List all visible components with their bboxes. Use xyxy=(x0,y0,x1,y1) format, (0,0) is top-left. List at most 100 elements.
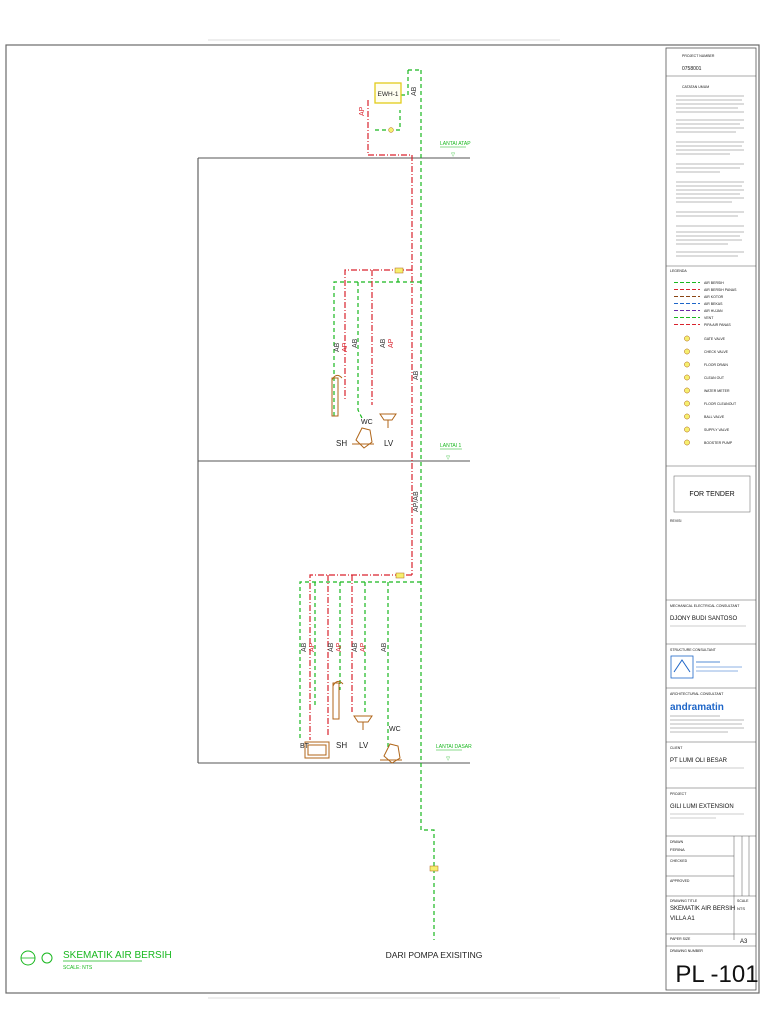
pipe-labels: AP AB AB AP/AB AB AP AB AB AP AB AP AB A… xyxy=(301,86,420,652)
legend-item-label: AIR BERSIH xyxy=(704,281,724,285)
legend-item: PIPA AIR PANAS xyxy=(674,323,731,327)
legend-symbol-icon xyxy=(684,426,690,433)
level-label-dasar: LANTAI DASAR xyxy=(436,744,472,750)
tb-status-box xyxy=(673,475,751,513)
svg-text:▽: ▽ xyxy=(446,455,450,461)
legend-item: AIR KOTOR xyxy=(674,295,724,299)
pipe-label-ap: AP xyxy=(336,642,343,652)
tb-architect-label: ARCHITECTURAL CONSULTANT xyxy=(670,692,724,696)
legend-item-label: CLEAN OUT xyxy=(704,376,725,380)
level-label-atap: LANTAI ATAP xyxy=(440,141,471,147)
tb-revision-label: REVISI xyxy=(670,519,682,523)
svg-text:▽: ▽ xyxy=(446,756,450,762)
tb-project: GILI LUMI EXTENSION xyxy=(670,804,734,810)
pipe-label-ab: AB xyxy=(381,642,388,652)
pipe-label-ap: AP xyxy=(309,642,316,652)
legend-item-label: AIR HUJAN xyxy=(704,309,723,313)
legend-item-label: VENT xyxy=(704,316,714,320)
legend-symbol-icon xyxy=(684,361,690,368)
legend-symbol-icon xyxy=(684,348,690,355)
legend-item-label: GATE VALVE xyxy=(704,337,726,341)
svg-text:▽: ▽ xyxy=(451,152,455,158)
lavatory-icon xyxy=(353,715,373,730)
tb-checked-label: CHECKED xyxy=(670,859,688,863)
tb-scale-label: SCALE xyxy=(737,899,749,903)
drawing-title: SKEMATIK AIR BERSIH xyxy=(63,950,172,961)
legend-item: WATER METER xyxy=(684,387,730,394)
hot-water-header-l1 xyxy=(344,269,412,400)
pipe-label-ap: AP xyxy=(342,342,349,352)
legend-item: GATE VALVE xyxy=(684,335,726,342)
pipe-label-ab: AB xyxy=(301,642,308,652)
legend-item-label: AIR BEKAS xyxy=(704,302,723,306)
level-label-1: LANTAI 1 xyxy=(440,443,462,449)
level-labels: LANTAI ATAP ▽ LANTAI 1 ▽ LANTAI DASAR ▽ xyxy=(436,141,472,762)
tb-project-number: 0758001 xyxy=(682,66,702,72)
legend-item: AIR HUJAN xyxy=(674,309,723,313)
legend-symbol-icon xyxy=(684,439,690,446)
drawing-scale: SCALE: NTS xyxy=(63,965,93,971)
legend-item: SUPPLY VALVE xyxy=(684,426,730,433)
valve-icon xyxy=(388,127,394,133)
tb-client-label: CLIENT xyxy=(670,746,683,750)
legend-item-label: BOOSTER PUMP xyxy=(704,441,733,445)
tb-drawing-title-1: SKEMATIK AIR BERSIH xyxy=(670,906,735,912)
legend-item-label: SUPPLY VALVE xyxy=(704,428,730,432)
structure-consultant-logo-icon xyxy=(670,655,694,679)
pipe-label-ab: AB xyxy=(413,370,420,380)
legend-item: CHECK VALVE xyxy=(684,348,729,355)
legend-item-label: FLOOR DRAIN xyxy=(704,363,728,367)
legend-symbol-icon xyxy=(684,335,690,342)
tb-notes-lines xyxy=(676,95,744,257)
lavatory-icon xyxy=(379,413,397,428)
ewh-label: EWH-1 xyxy=(378,91,399,98)
sheet-border xyxy=(5,44,760,994)
pipe-label-ab: AB xyxy=(411,86,418,96)
valve-icon xyxy=(394,267,404,274)
valve-icon xyxy=(429,865,439,872)
legend-symbol-icon xyxy=(684,387,690,394)
ewh-unit[interactable]: EWH-1 xyxy=(374,82,402,104)
tb-mep-consultant: DJONY BUDI SANTOSO xyxy=(670,616,737,622)
cold-water-header-l1 xyxy=(333,281,421,418)
tb-drawing-number-label: DRAWING NUMBER xyxy=(670,949,703,953)
legend-item-label: PIPA AIR PANAS xyxy=(704,323,731,327)
drawing-title-block: SKEMATIK AIR BERSIH SCALE: NTS xyxy=(20,950,172,971)
valve-markers xyxy=(388,127,439,872)
fixture-label-sh: SH xyxy=(336,439,347,448)
hot-water-riser xyxy=(367,100,413,575)
wc-icon xyxy=(352,427,374,449)
tb-drawing-title-label: DRAWING TITLE xyxy=(670,899,698,903)
level-lines xyxy=(197,157,470,764)
legend-item: VENT xyxy=(674,316,714,320)
tb-drawing-number: PL -101 xyxy=(675,961,758,988)
tb-status: FOR TENDER xyxy=(689,491,734,498)
hot-water-header-dasar xyxy=(309,574,412,740)
tb-drawn-label: DRAWN xyxy=(670,840,684,844)
pipe-label-ab: AB xyxy=(352,338,359,348)
wc-icon xyxy=(380,743,402,764)
fixture-label-bt: BT xyxy=(300,743,310,750)
legend-item: BOOSTER PUMP xyxy=(684,439,733,446)
cold-water-piping xyxy=(299,69,435,940)
legend-symbol-icon xyxy=(684,400,690,407)
tb-client: PT LUMI OLI BESAR xyxy=(670,758,728,764)
legend-item-label: WATER METER xyxy=(704,389,730,393)
pipe-label-ap: AP xyxy=(359,106,366,116)
shower-icon xyxy=(332,680,344,720)
tb-paper-label: PAPER SIZE xyxy=(670,937,691,941)
fixtures-lantai-1: SH WC LV xyxy=(331,374,397,449)
pipe-label-ap: AP xyxy=(388,338,395,348)
pipe-label-ab: AB xyxy=(334,342,341,352)
tb-mep-label: MECHANICAL ELECTRICAL CONSULTANT xyxy=(670,604,740,608)
bathtub-icon xyxy=(304,741,330,759)
fixture-label-wc: WC xyxy=(389,726,401,733)
legend-item-label: CHECK VALVE xyxy=(704,350,729,354)
legend-item-label: BALL VALVE xyxy=(704,415,725,419)
pipe-label-ap-ab: AP/AB xyxy=(413,491,420,512)
legend-item: FLOOR CLEANOUT xyxy=(684,400,737,407)
fixture-label-sh: SH xyxy=(336,741,347,750)
legend-item: AIR BERSIH xyxy=(674,281,724,285)
legend-item: BALL VALVE xyxy=(684,413,725,420)
